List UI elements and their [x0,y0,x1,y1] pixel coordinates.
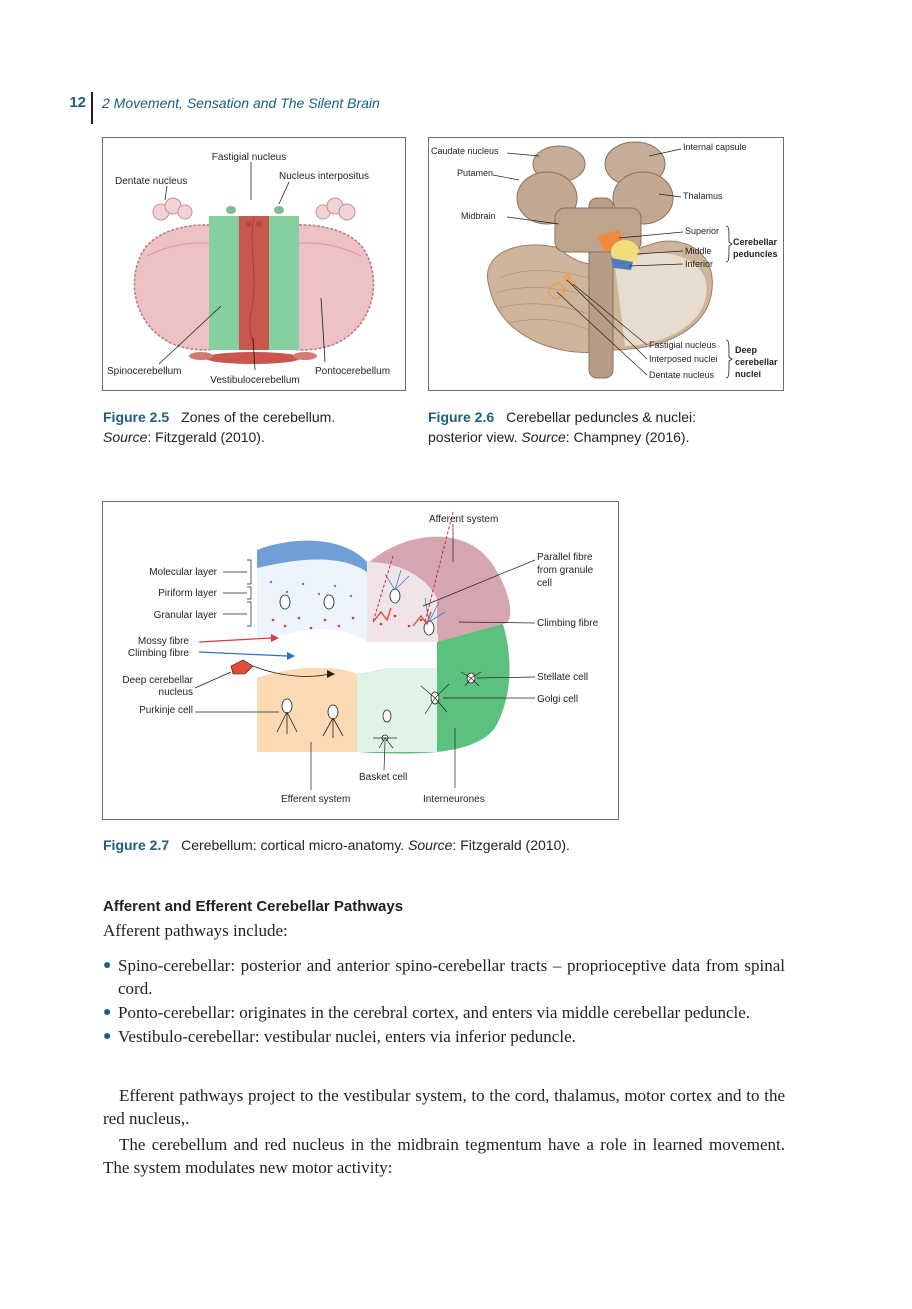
caption-source: : Fitzgerald (2010). [147,429,265,445]
label-deep-line1: Deep [735,345,758,355]
list-item-text: Spino-cerebellar: posterior and anterior… [118,956,785,998]
section-heading: Afferent and Efferent Cerebellar Pathway… [103,898,404,915]
label-deep-line3: nuclei [735,369,761,379]
label-dentate: Dentate nucleus [115,176,187,187]
label-superior: Superior [685,226,719,236]
page-number: 12 [69,94,86,111]
list-item: ● Vestibulo-cerebellar: vestibular nuclei… [103,1025,785,1048]
label-midbrain: Midbrain [461,211,496,221]
cerebellum-zones-diagram: Fastigial nucleus Dentate nucleus Nucleu… [107,152,390,386]
label-granular-layer: Granular layer [154,610,218,621]
section-intro: Afferent pathways include: [103,921,288,940]
label-interneurones: Interneurones [423,794,485,805]
list-item: ● Ponto-cerebellar: originates in the cer… [103,1001,785,1024]
list-item-text: Ponto-cerebellar: originates in the cere… [118,1003,751,1022]
caption-label: Figure 2.5 [103,409,170,425]
label-middle: Middle [685,246,712,256]
chapter-title: 2 Movement, Sensation and The Silent Bra… [102,95,380,111]
figure-2-6: Caudate nucleus Putamen Midbrain Interna… [428,137,784,391]
label-pontocerebellum: Pontocerebellum [315,366,390,377]
label-stellate-cell: Stellate cell [537,672,588,683]
label-deep-nucleus-line2: nucleus [159,687,193,698]
label-deep-line2: cerebellar [735,357,778,367]
caption-text: Zones of the cerebellum. [181,409,336,425]
label-climbing-fibre-right: Climbing fibre [537,618,599,629]
label-peduncles-line2: peduncles [733,249,778,259]
bullet-icon: ● [103,958,112,973]
afferent-pathway-list: ● Spino-cerebellar: posterior and anterio… [103,954,785,1049]
label-efferent-system: Efferent system [281,794,350,805]
caption-source: : Champney (2016). [565,429,690,445]
label-fastigial-6: Fastigial nucleus [649,340,717,350]
label-golgi-cell: Golgi cell [537,694,578,705]
caption-source-word: Source [521,429,566,445]
caption-label: Figure 2.6 [428,409,495,425]
figure-2-7: Afferent system Molecular layer Piriform… [102,501,619,820]
caption-figure-2-6: Figure 2.6 Cerebellar peduncles & nuclei:… [428,407,788,447]
label-piriform-layer: Piriform layer [158,588,218,599]
caption-text-line2: posterior view. [428,429,518,445]
paragraph-efferent: Efferent pathways project to the vestibu… [103,1086,785,1128]
label-deep-nucleus-line1: Deep cerebellar [122,675,193,686]
label-fastigial: Fastigial nucleus [212,152,286,163]
label-basket-cell: Basket cell [359,772,407,783]
label-parallel-line2: from granule [537,565,594,576]
label-dentate-6: Dentate nucleus [649,370,715,380]
label-parallel-line1: Parallel fibre [537,552,593,563]
label-thalamus: Thalamus [683,191,723,201]
paragraph-red-nucleus: The cerebellum and red nucleus in the mi… [103,1135,785,1177]
list-item: ● Spino-cerebellar: posterior and anterio… [103,954,785,1000]
cerebellar-peduncles-diagram: Caudate nucleus Putamen Midbrain Interna… [431,141,778,380]
label-molecular-layer: Molecular layer [149,567,217,578]
label-mossy-fibre: Mossy fibre [138,636,190,647]
label-inferior: Inferior [685,259,713,269]
label-spinocerebellum: Spinocerebellum [107,366,182,377]
caption-text: Cerebellar peduncles & nuclei: [506,409,697,425]
caption-figure-2-5: Figure 2.5 Zones of the cerebellum. Sourc… [103,407,403,447]
label-climbing-fibre-left: Climbing fibre [128,648,190,659]
label-interpositus: Nucleus interpositus [279,171,369,182]
caption-figure-2-7: Figure 2.7 Cerebellum: cortical micro-ana… [103,835,663,855]
list-item-text: Vestibulo-cerebellar: vestibular nuclei,… [118,1027,576,1046]
caption-text: Cerebellum: cortical micro-anatomy. [181,837,405,853]
bullet-icon: ● [103,1029,112,1044]
caption-source: : Fitzgerald (2010). [452,837,570,853]
caption-label: Figure 2.7 [103,837,170,853]
label-caudate: Caudate nucleus [431,146,499,156]
label-peduncles-line1: Cerebellar [733,237,778,247]
label-afferent-system: Afferent system [429,514,498,525]
header-rule [91,92,93,124]
caption-source-word: Source [408,837,453,853]
label-parallel-line3: cell [537,578,552,589]
label-putamen: Putamen [457,168,493,178]
bullet-icon: ● [103,1005,112,1020]
cortical-micro-anatomy-diagram: Afferent system Molecular layer Piriform… [122,511,599,805]
figure-2-5: Fastigial nucleus Dentate nucleus Nucleu… [102,137,406,391]
label-purkinje-cell: Purkinje cell [139,705,193,716]
label-internal-capsule: Internal capsule [683,142,747,152]
label-interposed: Interposed nuclei [649,354,718,364]
caption-source-word: Source [103,429,148,445]
label-vestibulocerebellum: Vestibulocerebellum [210,375,300,386]
